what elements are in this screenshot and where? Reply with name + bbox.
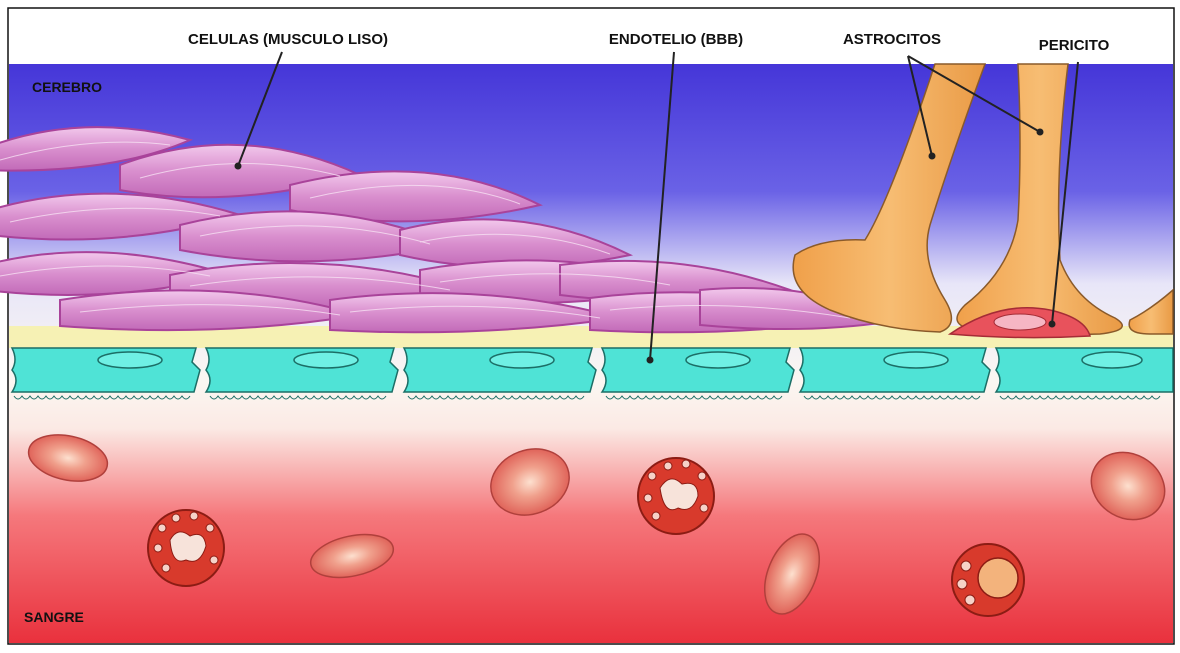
endothelial-cell <box>800 348 990 392</box>
cell-nucleus <box>1082 352 1142 368</box>
cell-nucleus <box>98 352 162 368</box>
endothelial-cell <box>602 348 794 392</box>
label-brain: CEREBRO <box>32 79 102 95</box>
endothelial-cell <box>996 348 1173 392</box>
cell-nucleus <box>294 352 358 368</box>
label-endothelium: ENDOTELIO (BBB) <box>609 31 743 48</box>
label-astrocytes: ASTROCITOS <box>843 31 941 48</box>
endothelial-cell <box>206 348 398 392</box>
cell-nucleus <box>686 352 750 368</box>
cell-nucleus <box>884 352 948 368</box>
endothelial-cell <box>12 348 200 392</box>
label-pericyte: PERICITO <box>1039 37 1110 54</box>
white-blood-cell <box>638 458 714 534</box>
label-smooth-muscle: CELULAS (MUSCULO LISO) <box>188 31 388 48</box>
white-blood-cell <box>148 510 224 586</box>
pericyte-nucleus <box>994 314 1046 330</box>
label-blood: SANGRE <box>24 609 84 625</box>
endothelial-cell <box>404 348 596 392</box>
cell-nucleus <box>490 352 554 368</box>
white-blood-cell <box>952 544 1024 616</box>
